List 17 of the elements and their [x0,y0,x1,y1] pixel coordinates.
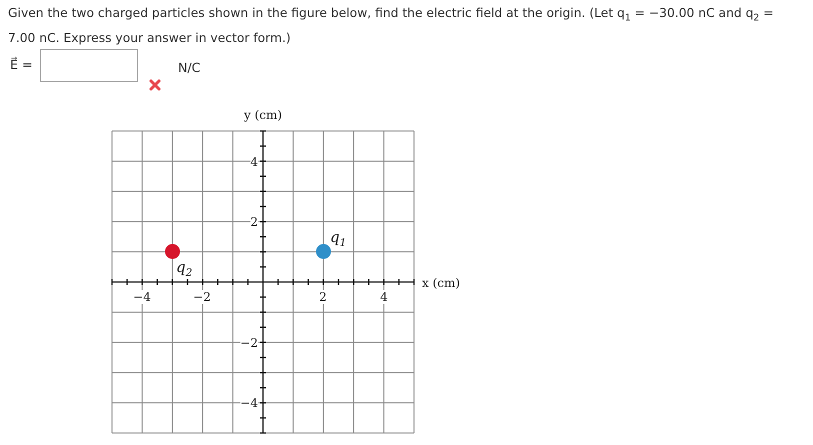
tick-label: 2 [250,215,258,229]
question-text: Given the two charged particles shown in the figure below, find the electric field at the origin. (Let q$_{1}$ = −30.00 nC and q$_{2}$ = 7.00 nC. Express your answer in vector form.) [8,5,775,48]
tick-label: −2 [240,336,258,350]
vector-label: E⃗ = [10,57,33,72]
tick-label: −4 [133,290,151,304]
unit-label: N/C [178,60,200,75]
axis-label: x (cm) [422,276,460,290]
particle-label: q$_{1}$ [330,230,346,250]
tick-label: 4 [380,290,388,304]
axis-label: y (cm) [244,108,282,122]
tick-label: −4 [240,396,258,410]
charged-particle [164,244,180,260]
charged-particle [316,244,331,260]
tick-label: 4 [250,155,258,169]
particle-label: q$_{2}$ [176,260,192,280]
tick-label: 2 [319,290,327,304]
tick-label: −2 [193,290,211,304]
